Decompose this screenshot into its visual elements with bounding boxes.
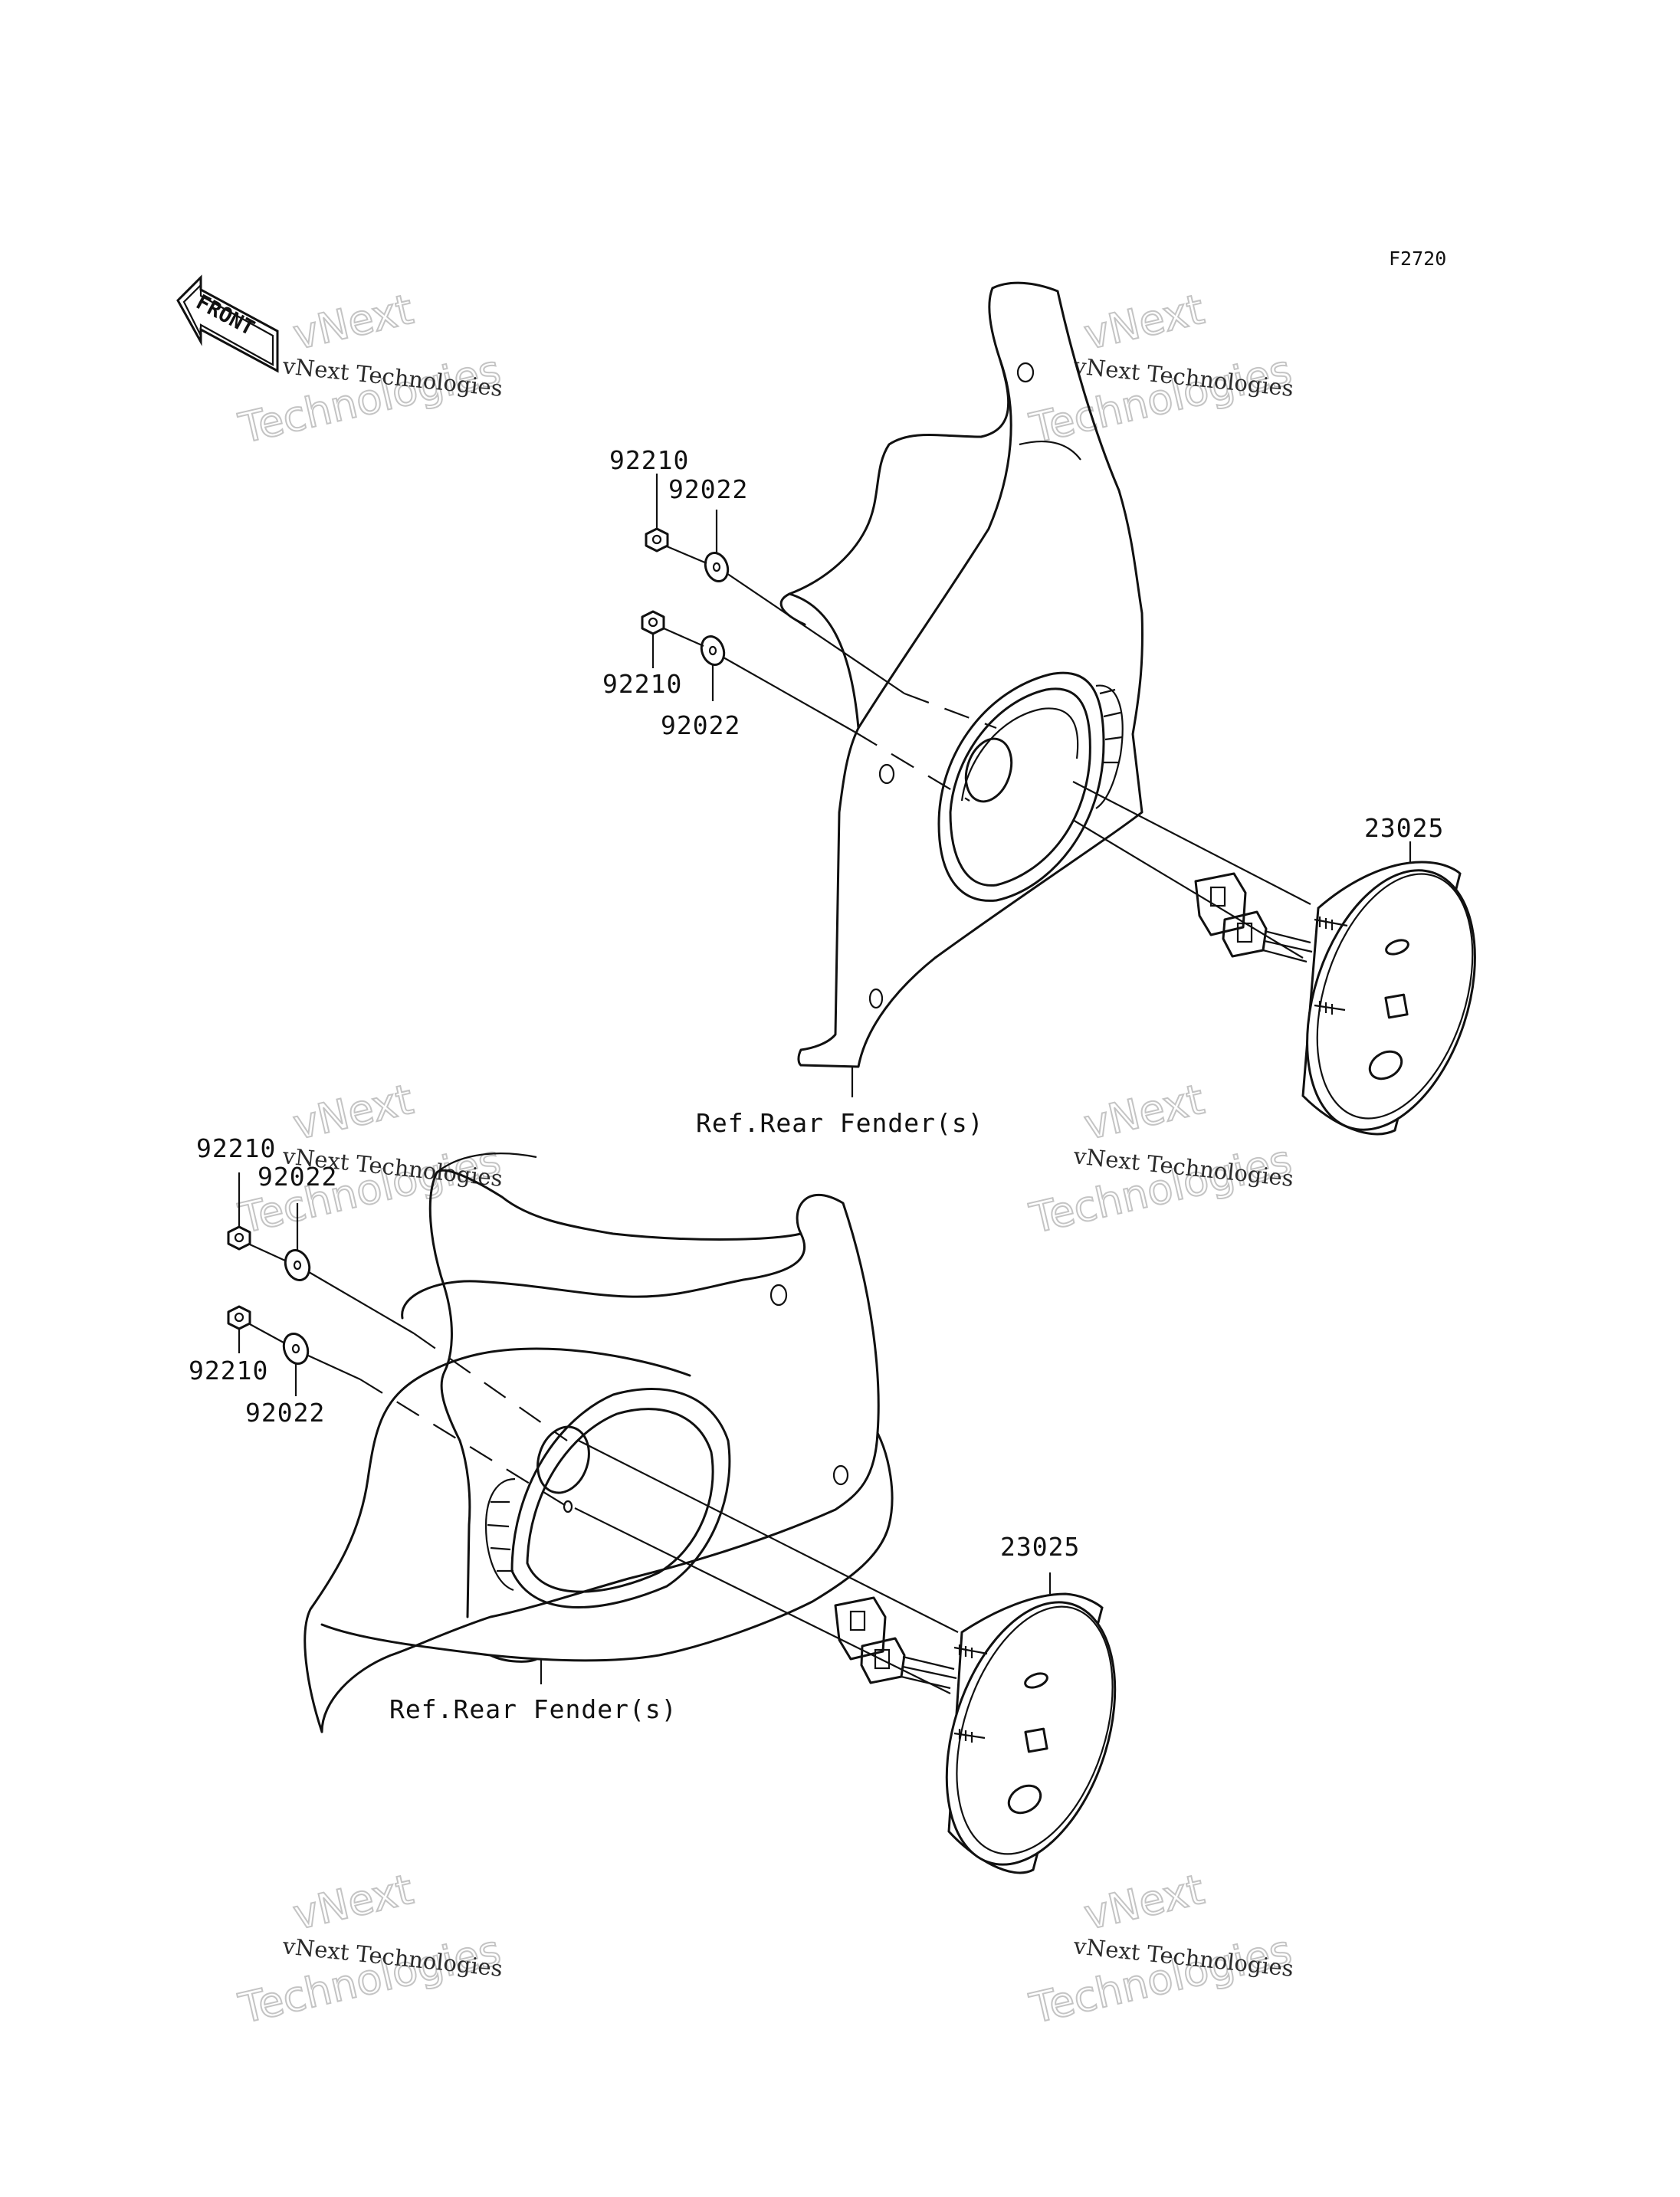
lower-lamp-label: 23025: [1000, 1532, 1080, 1562]
upper-nut-bottom-label: 92210: [602, 669, 682, 699]
upper-nut-bottom: [641, 610, 665, 635]
svg-text:vNext: vNext: [289, 1075, 418, 1149]
svg-text:vNext: vNext: [289, 285, 418, 359]
lower-nut-top-label: 92210: [196, 1133, 276, 1163]
lower-washer-top-label: 92022: [258, 1162, 337, 1192]
watermark-bottom-right: vNext Technologies vNext Technologies: [1025, 1864, 1297, 2034]
upper-lamp-label: 23025: [1364, 813, 1444, 843]
lower-washer-bottom-label: 92022: [245, 1398, 325, 1428]
upper-connector: [1194, 872, 1313, 963]
upper-nut-top: [645, 527, 669, 553]
upper-assembly: 92210 92022 92210 92022 23025 Ref.Rear F…: [602, 281, 1476, 1138]
upper-fender-label: Ref.Rear Fender(s): [696, 1108, 984, 1138]
lower-connector: [834, 1596, 957, 1690]
upper-rear-fender: [779, 281, 1144, 1068]
upper-washer-bottom: [700, 635, 726, 666]
lower-fender-label: Ref.Rear Fender(s): [389, 1694, 678, 1724]
upper-washer-top: [704, 552, 730, 582]
diagram-code: F2720: [1389, 248, 1446, 270]
watermark-bottom-left: vNext Technologies vNext Technologies: [234, 1864, 506, 2034]
lower-assembly: 92210 92022 92210 92022 23025 Ref.Rear F…: [189, 1133, 1117, 1874]
upper-tail-lamp: [1301, 861, 1476, 1136]
svg-text:vNext: vNext: [289, 1865, 418, 1940]
front-arrow-icon: FRONT: [176, 274, 279, 373]
svg-text:vNext: vNext: [1080, 285, 1209, 359]
watermark-middle-right: vNext Technologies vNext Technologies: [1025, 1074, 1297, 1244]
lower-nut-bottom-label: 92210: [189, 1356, 268, 1385]
upper-washer-bottom-label: 92022: [661, 710, 740, 740]
lower-tail-lamp: [945, 1592, 1117, 1874]
upper-nut-top-label: 92210: [609, 445, 689, 475]
svg-text:vNext: vNext: [1080, 1075, 1209, 1149]
lower-washer-top: [284, 1249, 311, 1281]
watermark-top-right: vNext Technologies vNext Technologies: [1025, 284, 1297, 454]
lower-rear-fender: [304, 1153, 894, 1733]
upper-washer-top-label: 92022: [668, 474, 748, 504]
svg-text:vNext: vNext: [1080, 1865, 1209, 1940]
lower-nut-bottom: [227, 1305, 251, 1330]
lower-washer-bottom: [282, 1333, 310, 1365]
